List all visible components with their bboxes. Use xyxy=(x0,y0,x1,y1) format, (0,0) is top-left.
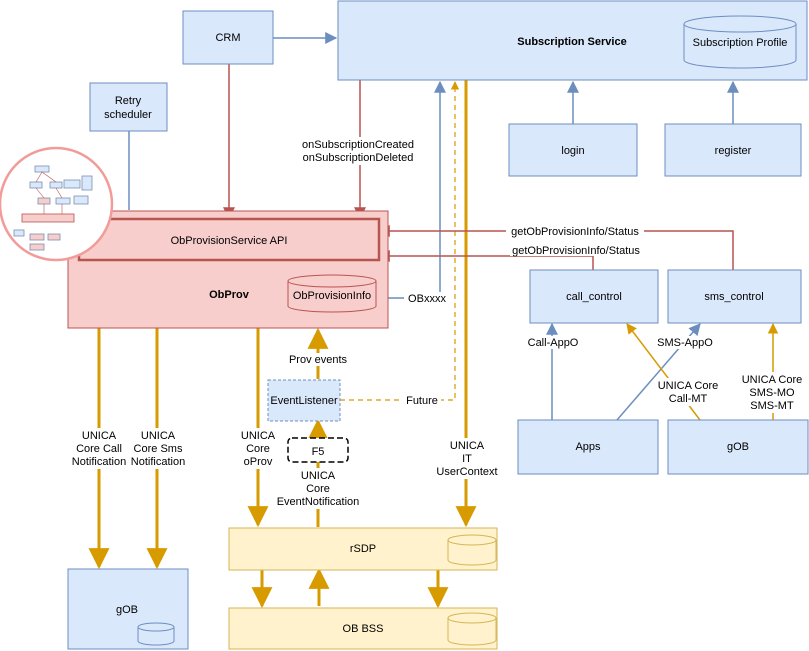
database-icon xyxy=(137,622,175,646)
label-on-sub-deleted: onSubscriptionDeleted xyxy=(303,152,414,164)
subscription-service-label: Subscription Service xyxy=(517,36,626,48)
edge-label-core-call-notification: UNICA Core Call Notification xyxy=(66,428,132,469)
obprov-node: ObProvisionService API ObProv ObProvisio… xyxy=(67,210,389,329)
label-obxxxx: OBxxxx xyxy=(408,293,446,305)
label-event-notif-3: EventNotification xyxy=(277,496,360,508)
ob-bss-node: OB BSS xyxy=(228,607,498,650)
edge-label-onsubscription: onSubscriptionCreated onSubscriptionDele… xyxy=(300,137,416,165)
label-oprov-1: UNICA xyxy=(241,430,276,442)
call-control-label: call_control xyxy=(566,291,622,303)
rsdp-label: rSDP xyxy=(350,543,376,555)
sms-control-label: sms_control xyxy=(704,291,763,303)
database-icon xyxy=(287,274,377,313)
edge-label-unica-core-call-mt: UNICA Core Call-MT xyxy=(654,378,722,406)
event-listener-label: EventListener xyxy=(270,395,338,407)
login-label: login xyxy=(561,145,584,157)
label-event-notif-1: UNICA xyxy=(301,470,336,482)
label-call-mt-1: UNICA Core xyxy=(658,380,719,392)
label-call-notif-2: Core Call xyxy=(76,443,122,455)
edge-label-get-status-2: getObProvisionInfo/Status xyxy=(510,243,642,257)
apps-label: Apps xyxy=(575,441,601,453)
edge-label-core-oprov: UNICA Core oProv xyxy=(236,428,280,469)
edge-label-obxxxx: OBxxxx xyxy=(404,292,448,305)
obprovinfo-label: ObProvisionInfo xyxy=(293,290,371,302)
gob-right-label: gOB xyxy=(727,441,749,453)
label-future: Future xyxy=(406,395,438,407)
f5-label: F5 xyxy=(312,446,325,458)
label-usercontext-2: IT xyxy=(462,453,472,465)
subscription-profile-label: Subscription Profile xyxy=(693,37,788,49)
f5-node: F5 xyxy=(287,437,349,463)
gob-left-label: gOB xyxy=(116,604,138,616)
label-sms-2: SMS-MO xyxy=(749,387,795,399)
label-usercontext-1: UNICA xyxy=(450,440,485,452)
label-sms-1: UNICA Core xyxy=(742,374,803,386)
thumbnail-diagram-icon xyxy=(0,146,114,262)
sms-control-node: sms_control xyxy=(667,269,802,324)
label-sms-3: SMS-MT xyxy=(750,400,794,412)
label-sms-notif-1: UNICA xyxy=(141,430,176,442)
register-node: register xyxy=(664,123,802,177)
subscription-service-node: Subscription Service Subscription Profil… xyxy=(337,0,808,81)
edge-label-unica-core-sms: UNICA Core SMS-MO SMS-MT xyxy=(738,372,806,413)
edge-label-call-appo: Call-AppO xyxy=(524,336,582,349)
label-sms-notif-2: Core Sms xyxy=(134,443,183,455)
label-usercontext-3: UserContext xyxy=(436,466,497,478)
rsdp-node: rSDP xyxy=(228,527,498,571)
obprov-api-label: ObProvisionService API xyxy=(171,235,288,247)
label-sms-notif-3: Notification xyxy=(131,456,185,468)
label-call-mt-2: Call-MT xyxy=(669,393,708,405)
database-icon xyxy=(447,534,497,566)
retry-scheduler-label-2: scheduler xyxy=(104,109,152,121)
crm-node: CRM xyxy=(182,10,274,65)
edge-label-core-sms-notification: UNICA Core Sms Notification xyxy=(126,428,190,469)
label-call-appo: Call-AppO xyxy=(528,337,579,349)
edge-label-get-status-1: getObProvisionInfo/Status xyxy=(506,225,644,238)
label-oprov-2: Core xyxy=(246,443,270,455)
edge-label-it-usercontext: UNICA IT UserContext xyxy=(432,438,502,479)
label-event-notif-2: Core xyxy=(306,483,330,495)
edge-label-sms-appo: SMS-AppO xyxy=(654,336,716,349)
database-icon xyxy=(447,612,497,646)
database-icon xyxy=(683,15,797,69)
label-get-status-1: getObProvisionInfo/Status xyxy=(511,226,639,238)
retry-scheduler-node: Retry scheduler xyxy=(89,82,168,132)
event-listener-node: EventListener xyxy=(267,379,341,422)
login-node: login xyxy=(508,123,638,177)
obprov-label: ObProv xyxy=(209,289,250,301)
edge-obxxxx xyxy=(388,80,446,299)
edge-label-prov-events: Prov events xyxy=(286,353,350,366)
edge-callcontrol-api xyxy=(377,250,594,270)
label-oprov-3: oProv xyxy=(244,456,273,468)
edge-future xyxy=(340,81,460,401)
crm-label: CRM xyxy=(215,32,240,44)
label-get-status-2: getObProvisionInfo/Status xyxy=(512,245,640,257)
ob-bss-label: OB BSS xyxy=(343,623,384,635)
label-call-notif-1: UNICA xyxy=(82,430,117,442)
apps-node: Apps xyxy=(517,419,659,475)
gob-right-node: gOB xyxy=(667,419,809,475)
label-sms-appo: SMS-AppO xyxy=(657,337,713,349)
edge-label-future: Future xyxy=(403,394,441,407)
retry-scheduler-label-1: Retry xyxy=(115,95,142,107)
register-label: register xyxy=(715,145,752,157)
edge-label-core-event-notification: UNICA Core EventNotification xyxy=(272,468,364,509)
call-control-node: call_control xyxy=(529,269,659,324)
label-prov-events: Prov events xyxy=(289,354,348,366)
label-on-sub-created: onSubscriptionCreated xyxy=(302,139,414,151)
gob-left-node: gOB xyxy=(67,568,189,650)
edge-smscontrol-api xyxy=(377,225,734,270)
label-call-notif-3: Notification xyxy=(72,456,126,468)
